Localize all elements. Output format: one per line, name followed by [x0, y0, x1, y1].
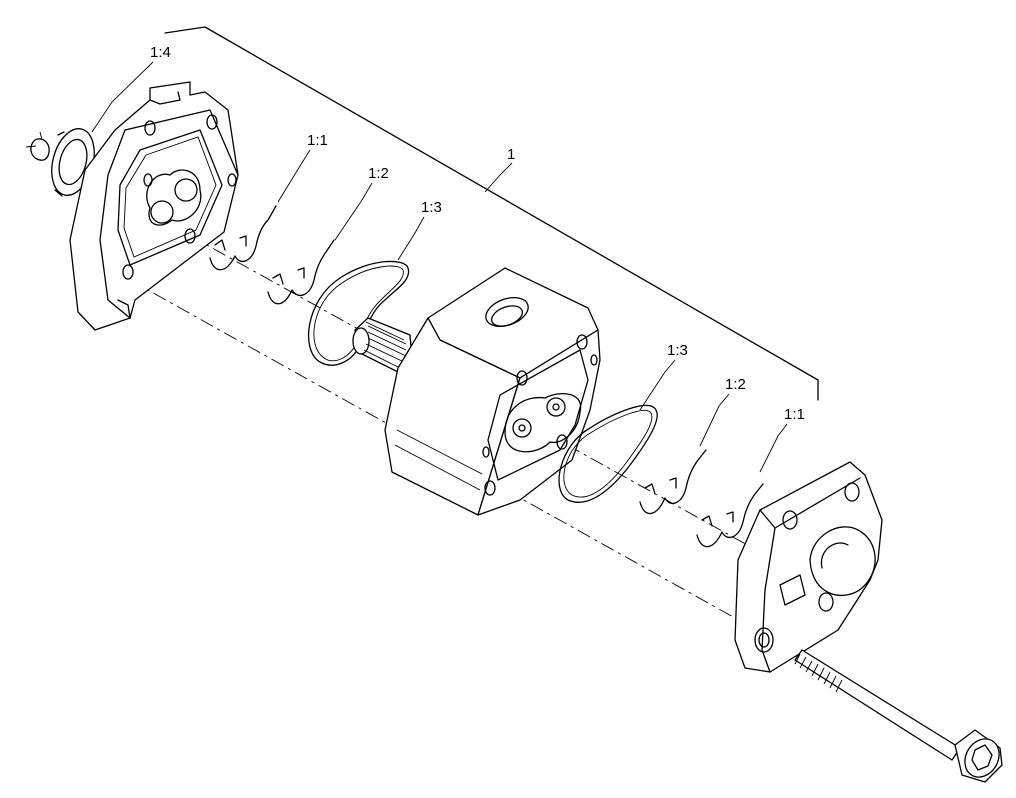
right-gasket: [558, 404, 658, 503]
front-cover-plate: [69, 81, 239, 331]
callout-1-2-right: 1:2: [725, 376, 746, 393]
callout-1-assembly: 1: [507, 146, 515, 163]
callout-1-4: 1:4: [150, 44, 171, 61]
callout-1-1-left: 1:1: [307, 132, 328, 149]
right-backup-ring: [696, 483, 764, 548]
callout-1-1-right: 1:1: [784, 406, 805, 423]
left-backup-ring: [209, 205, 277, 271]
rear-cover: [734, 461, 883, 673]
callout-1-3-right: 1:3: [667, 342, 688, 359]
left-seal: [267, 239, 335, 305]
callout-1-3-left: 1:3: [421, 199, 442, 216]
assembly-bracket: [164, 26, 819, 401]
cap-screw: [794, 649, 1003, 783]
lower-axis-line: [129, 279, 736, 619]
pump-body: [384, 267, 601, 516]
leader-lines: [91, 61, 788, 473]
retaining-ring: [25, 131, 50, 161]
callout-1-2-left: 1:2: [368, 165, 389, 182]
right-seal: [639, 449, 707, 515]
splined-shaft: [352, 317, 413, 373]
